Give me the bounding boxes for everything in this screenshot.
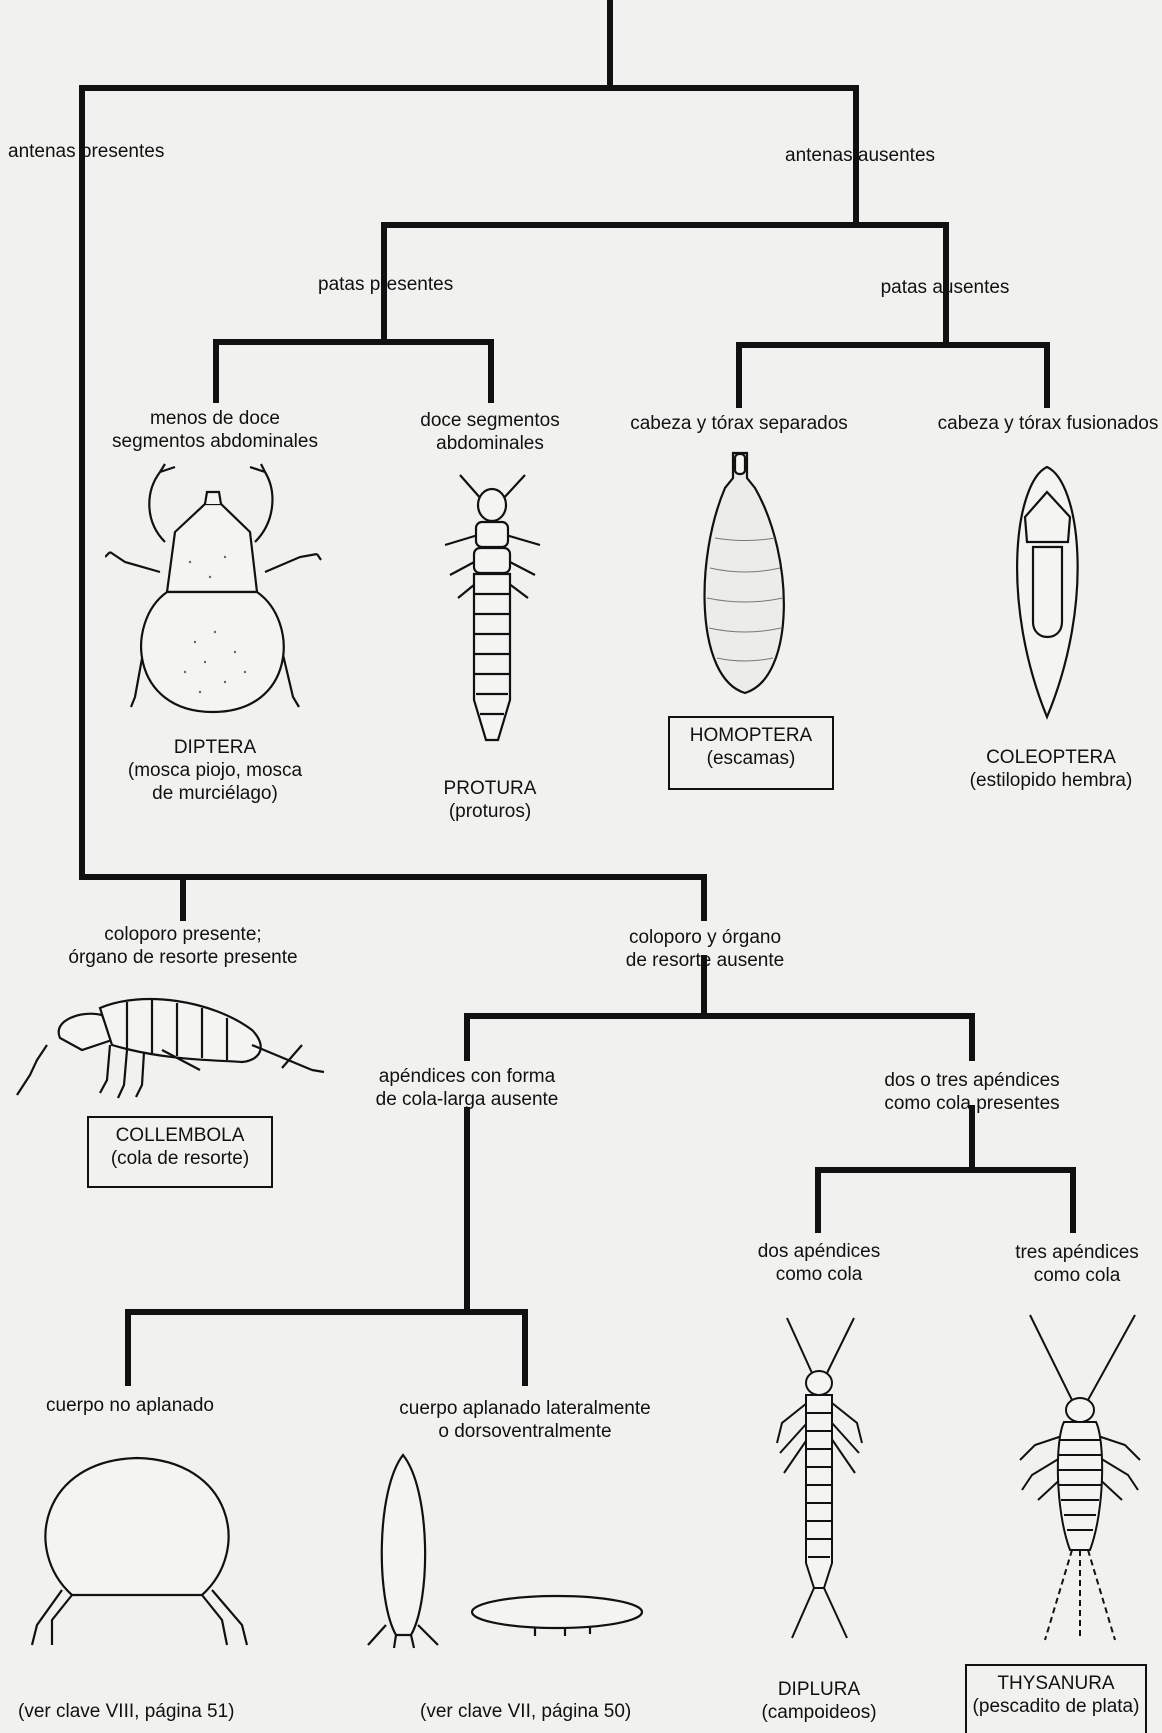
label-line: apéndices con forma	[364, 1065, 570, 1088]
label-line: coloporo presente;	[60, 923, 306, 946]
label-line: doce segmentos	[410, 409, 570, 432]
taxon-collembola-box: COLLEMBOLA (cola de resorte)	[87, 1116, 273, 1188]
label-dos-apendices: dos apéndices como cola	[745, 1240, 893, 1286]
protura-figure	[440, 470, 550, 765]
dorsoventral-flattened-figure	[465, 1590, 650, 1640]
label-line: dos o tres apéndices	[868, 1069, 1076, 1092]
label-dos-tres-apendices: dos o tres apéndices como cola presentes	[868, 1069, 1076, 1115]
taxon-common-name: (campoideos)	[744, 1701, 894, 1724]
taxon-name: PROTURA	[420, 777, 560, 800]
label-patas-presentes: patas presentes	[318, 273, 452, 296]
label-cabeza-separados: cabeza y tórax separados	[627, 412, 851, 435]
taxon-name: DIPLURA	[744, 1678, 894, 1701]
taxon-name: THYSANURA	[967, 1672, 1145, 1695]
taxon-thysanura-box: THYSANURA (pescadito de plata)	[965, 1664, 1147, 1733]
label-line: dos apéndices	[745, 1240, 893, 1263]
label-apendices-ausente: apéndices con forma de cola-larga ausent…	[364, 1065, 570, 1111]
label-antenas-ausentes: antenas ausentes	[785, 144, 927, 167]
label-line: menos de doce	[110, 407, 320, 430]
taxon-common-name: (mosca piojo, mosca	[110, 759, 320, 782]
label-cuerpo-no-aplanado: cuerpo no aplanado	[38, 1394, 222, 1417]
round-body-figure	[22, 1450, 254, 1650]
coleoptera-figure	[1000, 462, 1095, 722]
label-coloporo-ausente: coloporo y órgano de resorte ausente	[612, 926, 798, 972]
label-coloporo-presente: coloporo presente; órgano de resorte pre…	[60, 923, 306, 969]
label-line: como cola	[1002, 1264, 1152, 1287]
label-cabeza-fusionados: cabeza y tórax fusionados	[935, 412, 1161, 435]
label-tres-apendices: tres apéndices como cola	[1002, 1241, 1152, 1287]
taxon-common-name: (cola de resorte)	[89, 1147, 271, 1170]
taxon-name: DIPTERA	[110, 736, 320, 759]
label-line: órgano de resorte presente	[60, 946, 306, 969]
label-menos-doce: menos de doce segmentos abdominales	[110, 407, 320, 453]
taxon-protura: PROTURA (proturos)	[420, 777, 560, 823]
homoptera-figure	[695, 448, 795, 698]
label-line: tres apéndices	[1002, 1241, 1152, 1264]
label-line: de resorte ausente	[612, 949, 798, 972]
laterally-flattened-figure	[356, 1450, 451, 1650]
taxon-name: COLEOPTERA	[958, 746, 1144, 769]
label-line: segmentos abdominales	[110, 430, 320, 453]
ref-clave-vii[interactable]: (ver clave VII, página 50)	[420, 1700, 631, 1723]
taxon-common-name: (pescadito de plata)	[967, 1695, 1145, 1718]
taxon-name: COLLEMBOLA	[89, 1124, 271, 1147]
label-line: como cola	[745, 1263, 893, 1286]
taxon-common-name: (estilopido hembra)	[958, 769, 1144, 792]
diplura-figure	[762, 1313, 877, 1643]
label-line: o dorsoventralmente	[395, 1420, 655, 1443]
taxon-common-name: (proturos)	[420, 800, 560, 823]
label-line: coloporo y órgano	[612, 926, 798, 949]
collembola-figure	[12, 990, 327, 1105]
thysanura-figure	[1010, 1310, 1150, 1645]
label-doce-segmentos: doce segmentos abdominales	[410, 409, 570, 455]
label-cuerpo-aplanado: cuerpo aplanado lateralmente o dorsovent…	[395, 1397, 655, 1443]
taxon-name: HOMOPTERA	[670, 724, 832, 747]
label-antenas-presentes: antenas presentes	[8, 140, 164, 163]
taxon-diplura: DIPLURA (campoideos)	[744, 1678, 894, 1724]
taxon-common-name: (escamas)	[670, 747, 832, 770]
taxon-coleoptera: COLEOPTERA (estilopido hembra)	[958, 746, 1144, 792]
ref-clave-viii[interactable]: (ver clave VIII, página 51)	[18, 1700, 235, 1723]
label-line: de cola-larga ausente	[364, 1088, 570, 1111]
diptera-figure	[105, 462, 325, 722]
label-line: como cola presentes	[868, 1092, 1076, 1115]
taxon-homoptera-box: HOMOPTERA (escamas)	[668, 716, 834, 790]
taxon-common-name: de murciélago)	[110, 782, 320, 805]
label-line: cuerpo aplanado lateralmente	[395, 1397, 655, 1420]
label-patas-ausentes: patas ausentes	[880, 276, 1010, 299]
label-line: abdominales	[410, 432, 570, 455]
taxon-diptera: DIPTERA (mosca piojo, mosca de murciélag…	[110, 736, 320, 805]
